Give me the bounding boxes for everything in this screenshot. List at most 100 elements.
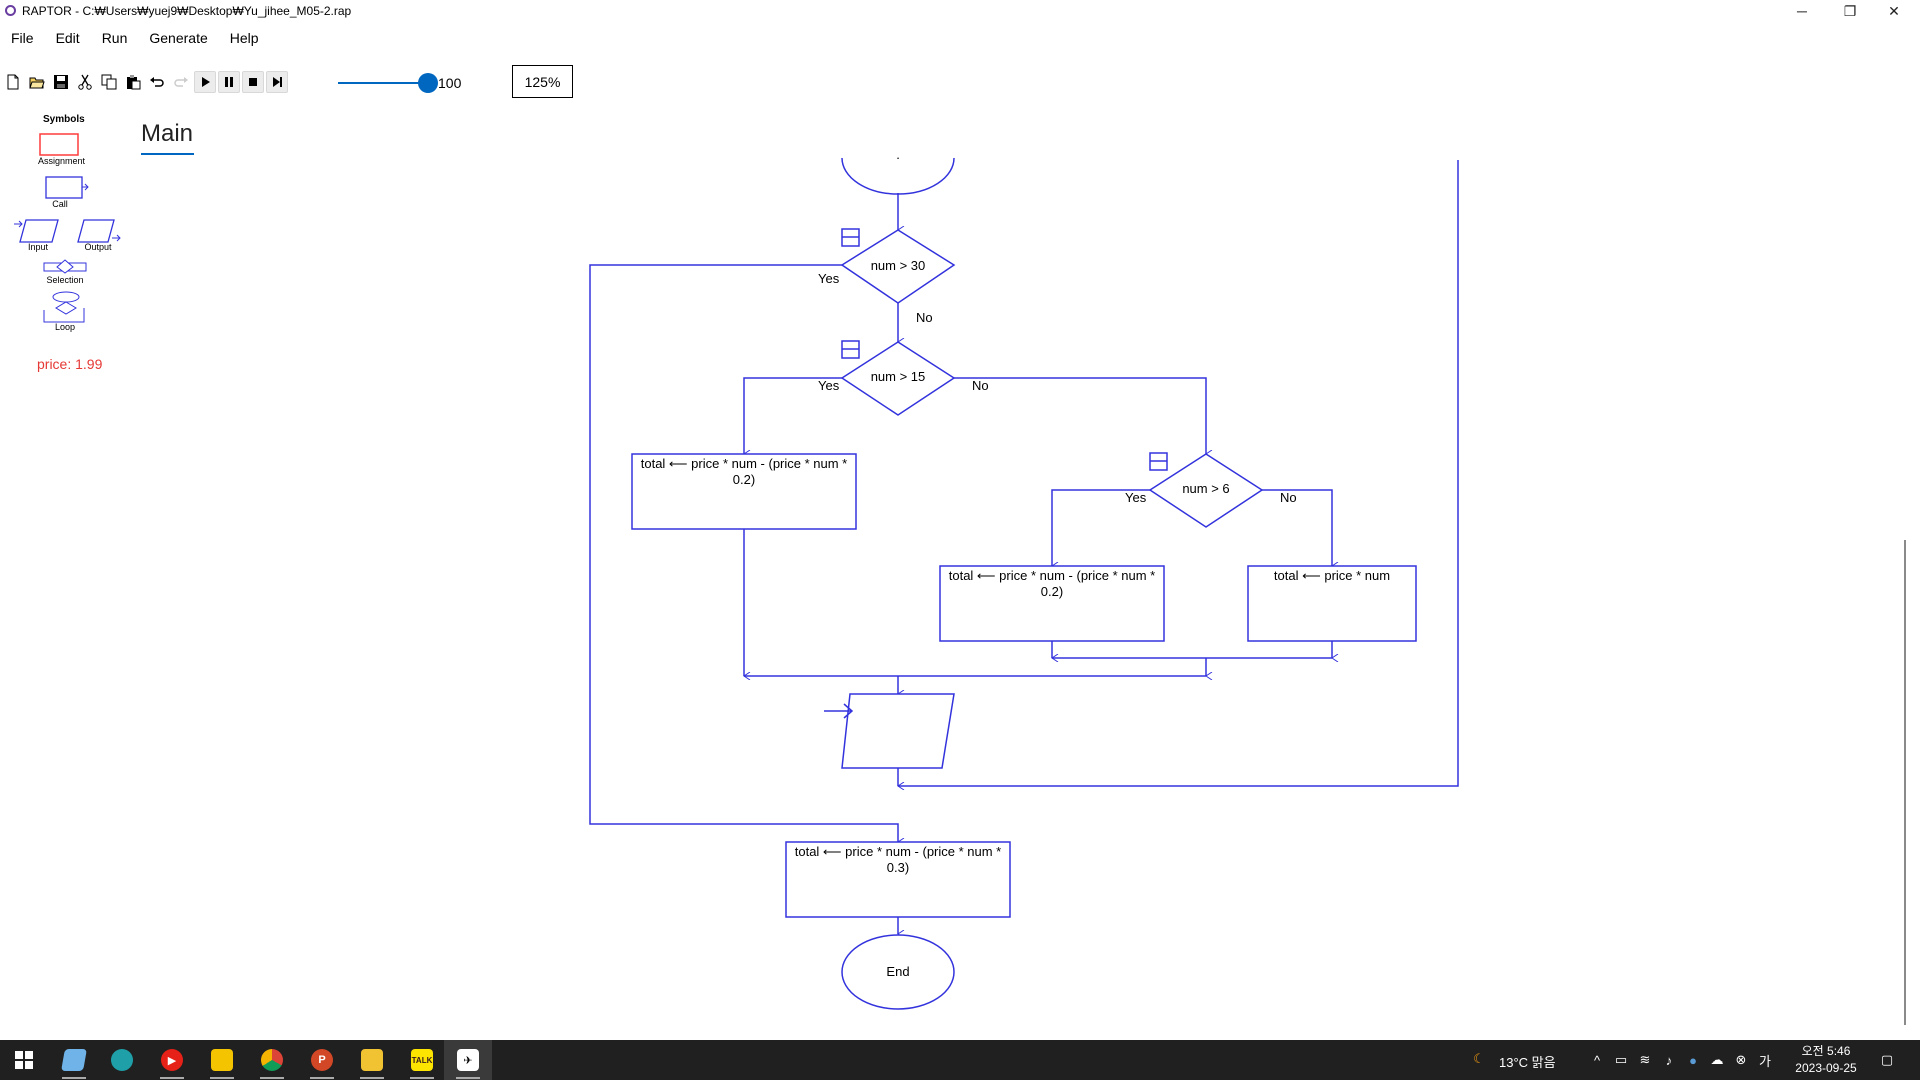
flow-line-no-15 — [954, 377, 1206, 454]
notepad-icon[interactable] — [50, 1040, 98, 1080]
no-label: No — [972, 378, 989, 393]
weather-text[interactable]: 13°C 맑음 — [1499, 1055, 1556, 1070]
assignment-2-line-2: 0.2) — [1041, 584, 1063, 599]
vertical-scrollbar[interactable] — [1904, 540, 1906, 1025]
assignment-box-4[interactable] — [785, 841, 1011, 918]
symbol-label: Assignment — [38, 156, 86, 166]
undo-icon[interactable] — [146, 71, 168, 93]
menu-edit[interactable]: Edit — [55, 30, 80, 46]
sticky-notes-icon[interactable] — [198, 1040, 246, 1080]
chrome-icon[interactable] — [248, 1040, 296, 1080]
loop-oval-label: . — [896, 147, 900, 162]
new-file-icon[interactable] — [2, 71, 24, 93]
flow-line-yes-6 — [1052, 489, 1150, 566]
volume-icon[interactable]: ♪ — [1665, 1052, 1673, 1068]
stop-icon[interactable] — [242, 71, 264, 93]
input-arrow-icon — [824, 703, 854, 719]
chevron-up-icon[interactable]: ^ — [1593, 1052, 1601, 1068]
symbol-loop[interactable]: Loop — [40, 290, 90, 332]
variable-watch-price: price: 1.99 — [37, 356, 103, 372]
powerpoint-icon[interactable]: P — [298, 1040, 346, 1080]
wifi-icon[interactable]: ≋ — [1639, 1052, 1651, 1067]
redo-icon[interactable] — [170, 71, 192, 93]
file-explorer-icon[interactable] — [348, 1040, 396, 1080]
weather-icon[interactable]: ☾ — [1473, 1051, 1485, 1066]
yes-label: Yes — [1125, 490, 1147, 505]
zoom-level-box[interactable]: 125% — [512, 65, 573, 98]
save-icon[interactable] — [50, 71, 72, 93]
symbol-call[interactable]: Call — [44, 175, 94, 209]
symbol-label: Loop — [54, 322, 76, 332]
decision-num-gt-15[interactable] — [840, 341, 956, 416]
input-symbol[interactable] — [841, 693, 955, 769]
ime-icon[interactable]: 가 — [1759, 1053, 1771, 1069]
no-label: No — [1280, 490, 1297, 505]
decision-1-label: num > 30 — [871, 258, 926, 273]
symbol-label: Call — [52, 199, 68, 209]
menu-file[interactable]: File — [11, 30, 34, 46]
assignment-2-line-1: total ⟵ price * num - (price * num * — [949, 568, 1155, 583]
menu-run[interactable]: Run — [101, 30, 128, 46]
tab-active-indicator — [141, 153, 194, 155]
loop-back-line — [898, 160, 1459, 787]
sync-icon[interactable]: ● — [1689, 1052, 1697, 1068]
paste-icon[interactable] — [122, 71, 144, 93]
symbol-assignment[interactable]: Assignment — [38, 132, 86, 166]
flow-line-no-6 — [1262, 489, 1332, 566]
close-circle-icon[interactable]: ⊗ — [1735, 1052, 1747, 1067]
input-symbol-icon — [14, 219, 59, 243]
step-icon[interactable] — [266, 71, 288, 93]
taskbar-clock[interactable]: 오전 5:46 2023-09-25 — [1788, 1043, 1864, 1077]
slider-track — [338, 82, 426, 84]
symbols-panel: Symbols Assignment Call Input Output Sel… — [10, 112, 130, 382]
flowchart-canvas: . num > 30 Yes No num > 15 Yes No total … — [589, 147, 1459, 1010]
minimize-button[interactable]: ─ — [1797, 3, 1807, 19]
pause-icon[interactable] — [218, 71, 240, 93]
selection-symbol-icon — [43, 259, 87, 274]
assignment-box-1[interactable] — [631, 453, 857, 530]
raptor-app-icon — [5, 5, 16, 16]
close-button[interactable]: ✕ — [1888, 2, 1900, 19]
assignment-box-3[interactable] — [1247, 565, 1417, 642]
windows-start-icon[interactable] — [0, 1040, 48, 1080]
symbol-selection[interactable]: Selection — [40, 259, 90, 285]
end-terminal[interactable] — [841, 934, 955, 1010]
speed-slider[interactable] — [338, 70, 438, 96]
assignment-3-label: total ⟵ price * num — [1274, 568, 1390, 583]
symbol-label: Selection — [46, 275, 84, 285]
decision-2-label: num > 15 — [871, 369, 926, 384]
slider-thumb[interactable] — [418, 73, 438, 93]
edge-icon[interactable] — [98, 1040, 146, 1080]
run-icon[interactable] — [194, 71, 216, 93]
clock-time: 오전 5:46 — [1801, 1044, 1851, 1058]
tab-main[interactable]: Main — [141, 120, 194, 147]
menu-help[interactable]: Help — [229, 30, 259, 46]
open-file-icon[interactable] — [26, 71, 48, 93]
output-symbol-icon — [77, 219, 121, 243]
symbol-output[interactable]: Output — [74, 218, 122, 252]
maximize-button[interactable]: ❐ — [1843, 2, 1857, 19]
assignment-box-2[interactable] — [939, 565, 1165, 642]
kakaotalk-icon[interactable]: TALK — [398, 1040, 446, 1080]
raptor-icon[interactable]: ✈ — [444, 1040, 492, 1080]
cloud-icon[interactable]: ☁ — [1710, 1052, 1724, 1067]
symbol-input[interactable]: Input — [14, 218, 62, 252]
flow-line-yes-15 — [744, 377, 842, 454]
cut-icon[interactable] — [74, 71, 96, 93]
clock-date: 2023-09-25 — [1795, 1061, 1857, 1075]
assignment-1-line-1: total ⟵ price * num - (price * num * — [641, 456, 847, 471]
symbols-title: Symbols — [43, 114, 85, 125]
flow-line-yes-30 — [589, 264, 898, 842]
toolbar — [0, 70, 288, 94]
battery-icon[interactable]: ▭ — [1614, 1052, 1628, 1067]
youtube-icon[interactable]: ▶ — [148, 1040, 196, 1080]
decision-num-gt-6[interactable] — [1148, 453, 1264, 528]
assignment-symbol-icon — [39, 133, 79, 156]
loop-top-oval[interactable] — [841, 157, 955, 195]
menu-generate[interactable]: Generate — [149, 30, 208, 46]
assignment-1-line-2: 0.2) — [733, 472, 755, 487]
notifications-icon[interactable]: ▢ — [1880, 1052, 1894, 1067]
copy-icon[interactable] — [98, 71, 120, 93]
loop-symbol-icon — [43, 291, 85, 323]
taskbar: ▶ P TALK ✈ ☾ 13°C 맑음 ^ ▭ ≋ ♪ ● ☁ ⊗ 가 오전 … — [0, 1040, 1920, 1080]
